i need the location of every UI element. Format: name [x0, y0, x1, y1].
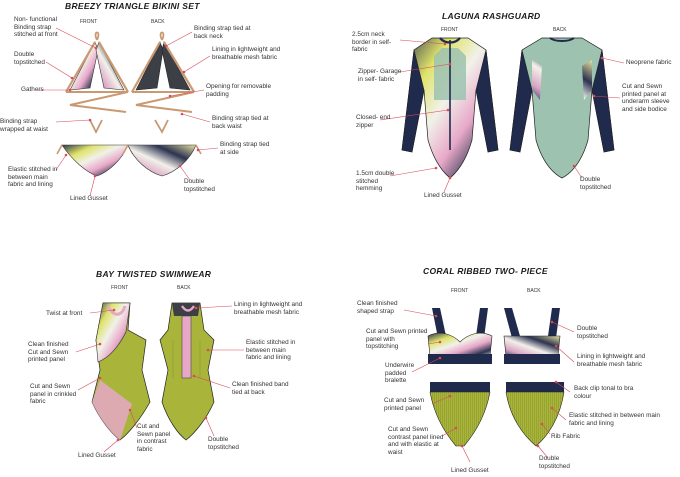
label-opening-padding: Opening for removable padding: [206, 83, 272, 98]
label-shaped-strap: Clean finished shaped strap: [357, 300, 398, 315]
rashguard-back-label: BACK: [553, 27, 567, 33]
label-printed-panel-topstitching: Cut and Sewn printed panel with topstitc…: [366, 328, 428, 351]
label-contrast-panel: Cut and Sewn panel in contrast fabric: [137, 423, 171, 453]
label-rash-lined-gusset: Lined Gusset: [424, 192, 462, 199]
label-strap-waist: Binding strap wrapped at waist: [0, 118, 48, 133]
label-contrast-panel-elastic: Cut and Sewn contrast panel lined and wi…: [388, 426, 444, 456]
swimwear-front-label: FRONT: [111, 285, 129, 291]
rashguard-front-sketch: [401, 37, 499, 179]
bikini-front-sketch: [56, 31, 134, 177]
label-back-clip: Back clip tonal to bra colour: [574, 385, 634, 400]
label-double-topstitched-back: Double topstitched: [184, 178, 215, 193]
label-coral-lined-gusset: Lined Gusset: [451, 467, 489, 474]
label-twist-front: Twist at front: [46, 310, 83, 317]
swimwear-front-sketch: [91, 302, 151, 441]
label-zipper-garage: Zipper- Garage in self- fabric: [358, 68, 402, 83]
bikini-back-sketch: [122, 31, 202, 177]
label-non-functional-strap: Non- functional Binding strap stitched a…: [14, 16, 58, 39]
label-hemming: 1.5cm double stitched hemming: [356, 170, 395, 193]
label-swim-lining-mesh: Lining in lightweight and breathable mes…: [234, 301, 303, 316]
label-cut-sewn-printed: Cut and Sewn printed panel: [384, 397, 425, 412]
coral-title: CORAL RIBBED TWO- PIECE: [423, 266, 548, 276]
bikini-front-label: FRONT: [80, 19, 98, 25]
label-swim-double-topstitched: Double topstitched: [208, 436, 239, 451]
label-underarm-panel: Cut and Sewn printed panel at underarm s…: [622, 83, 670, 113]
label-rib-fabric: Rib Fabric: [551, 433, 581, 440]
label-elastic-stitched: Elastic stitched in between main fabric …: [8, 166, 58, 189]
label-coral-double-topstitched: Double topstitched: [577, 325, 608, 340]
rashguard-title: LAGUNA RASHGUARD: [442, 11, 541, 21]
label-lining-mesh: Lining in lightweight and breathable mes…: [212, 46, 281, 61]
swimwear-title: BAY TWISTED SWIMWEAR: [96, 269, 212, 279]
coral-front-sketch: [427, 308, 493, 447]
label-neck-border: 2.5cm neck border in self- fabric: [352, 31, 392, 54]
label-crinkled-panel: Cut and Sewn panel in crinkled fabric: [30, 383, 77, 406]
label-underwire-bralette: Underwire padded bralette: [385, 362, 415, 385]
bikini-title: BREEZY TRIANGLE BIKINI SET: [65, 1, 200, 11]
label-closed-end-zipper: Closed- end zipper: [356, 114, 391, 129]
coral-back-sketch: [503, 308, 565, 447]
label-double-topstitched: Double topstitched: [14, 51, 45, 66]
label-strap-back-neck: Binding strap tied at back neck: [194, 25, 251, 40]
swimwear-back-label: BACK: [177, 285, 191, 291]
label-gathers: Gathers: [21, 86, 44, 93]
label-strap-side: Binding strap tied at side: [220, 141, 270, 156]
label-coral-elastic: Elastic stitched in between main fabric …: [569, 412, 660, 427]
rashguard-back-sketch: [509, 37, 615, 179]
swimwear-back-sketch: [159, 302, 215, 441]
label-swim-elastic: Elastic stitched in between main fabric …: [246, 339, 296, 362]
label-rash-double-topstitched: Double topstitched: [580, 176, 611, 191]
label-band-tied: Clean finished band tied at back: [232, 381, 289, 396]
label-coral-lining-mesh: Lining in lightweight and breathable mes…: [577, 353, 646, 368]
label-coral-double-topstitched-2: Double topstitched: [539, 455, 570, 470]
label-neoprene: Neoprene fabric: [626, 59, 672, 66]
label-swim-lined-gusset: Lined Gusset: [78, 452, 116, 459]
label-strap-back-waist: Binding strap tied at back waist: [212, 115, 269, 130]
label-clean-finished-panel: Clean finished Cut and Sewn printed pane…: [28, 341, 69, 364]
rashguard-front-label: FRONT: [441, 27, 459, 33]
bikini-back-label: BACK: [151, 19, 165, 25]
label-lined-gusset: Lined Gusset: [70, 195, 108, 202]
coral-front-label: FRONT: [451, 288, 469, 294]
coral-back-label: BACK: [527, 288, 541, 294]
